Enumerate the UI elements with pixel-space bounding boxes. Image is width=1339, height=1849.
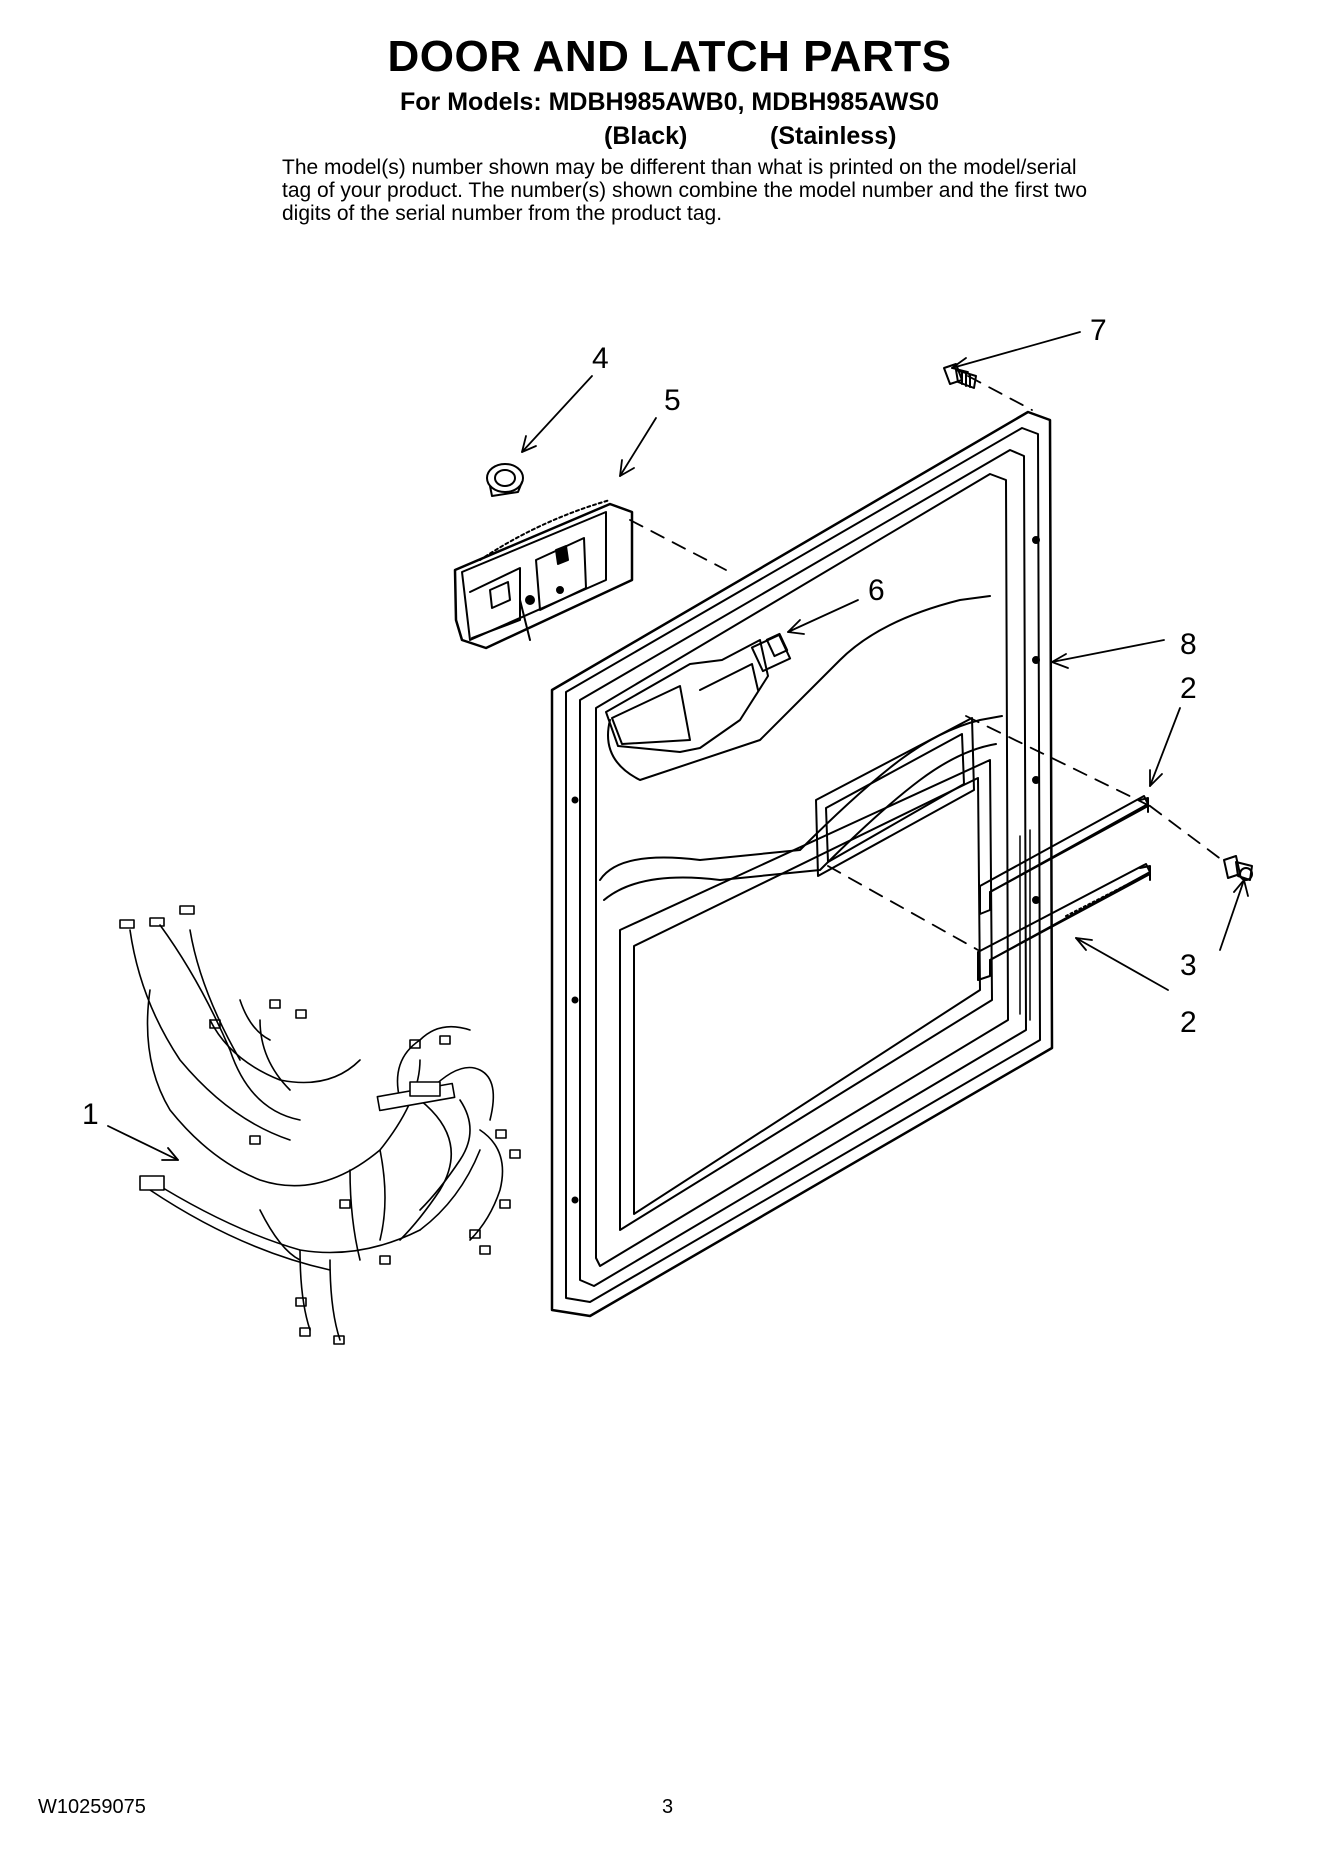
page-number: 3 [662,1796,674,1818]
callout-5: 5 [664,384,681,417]
wire-harness [119,905,521,1345]
inner-door-panel [550,410,1054,1318]
variant-black: (Black) [604,122,688,150]
callout-7: 7 [1090,314,1107,347]
model-note: The model(s) number shown may be differe… [282,156,1088,225]
callout-3: 3 [1180,949,1197,982]
control-console [453,499,634,650]
callout-8: 8 [1180,628,1197,661]
callout-2-upper: 2 [1180,672,1197,705]
knob-cap [486,463,524,497]
callout-2-lower: 2 [1180,1006,1197,1039]
callout-4: 4 [592,342,609,375]
latch-bracket-lower [977,863,1151,981]
variant-stainless: (Stainless) [770,122,897,150]
model-numbers: For Models: MDBH985AWB0, MDBH985AWS0 [400,88,939,116]
callout-6: 6 [868,574,885,607]
screw-3 [1223,855,1253,881]
latch-bracket-upper [979,795,1149,915]
document-number: W10259075 [38,1796,146,1818]
page-title: DOOR AND LATCH PARTS [387,32,952,81]
leader-lines [107,331,1249,1161]
dispenser-assembly [605,632,792,753]
callout-1: 1 [82,1098,99,1131]
alignment-lines [629,375,1223,951]
screw-7 [943,363,977,389]
